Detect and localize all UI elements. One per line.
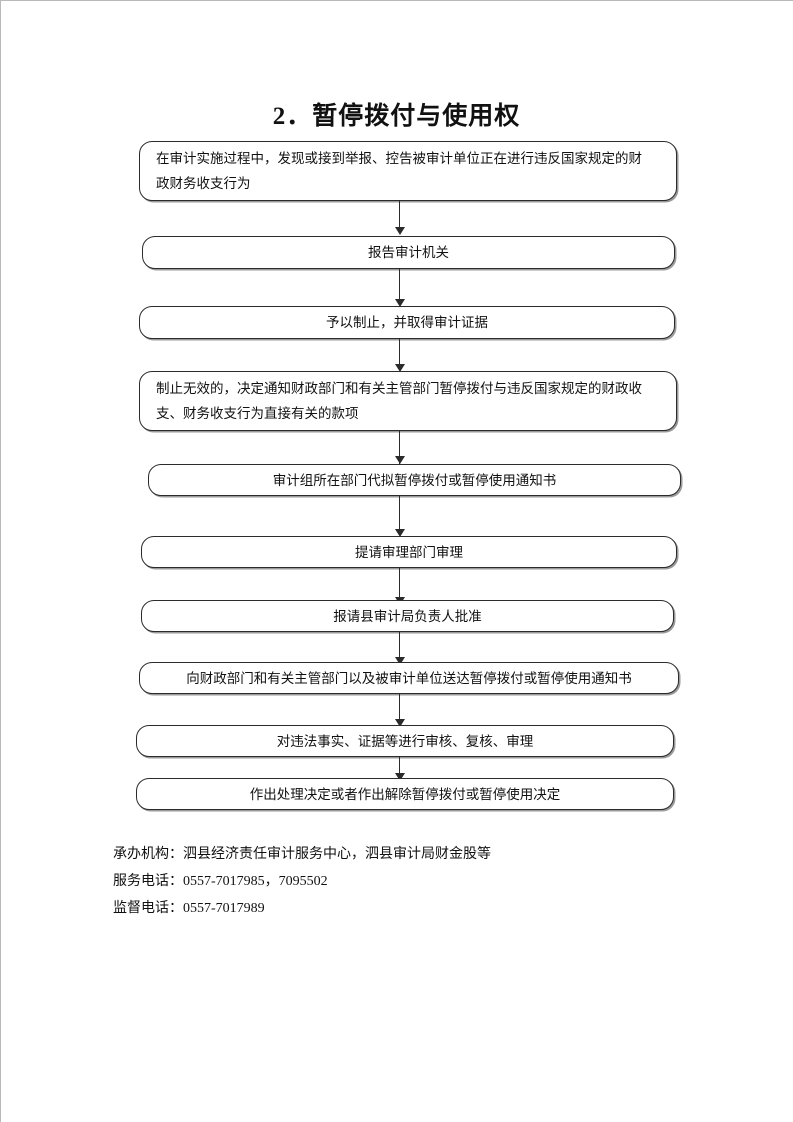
flow-node-9: 对违法事实、证据等进行审核、复核、审理 [136,725,674,757]
footer-line-service-phone: 服务电话：0557-7017985，7095502 [113,874,328,889]
flow-node-8: 向财政部门和有关主管部门以及被审计单位送达暂停拨付或暂停使用通知书 [139,662,679,694]
flow-arrowhead-9 [395,773,405,781]
footer-line-supervision-phone: 监督电话：0557-7017989 [113,901,265,916]
flow-connector-9 [399,757,400,781]
flow-node-3: 予以制止，并取得审计证据 [139,306,675,339]
flow-node-4: 制止无效的，决定通知财政部门和有关主管部门暂停拨付与违反国家规定的财政收 支、财… [139,371,677,431]
flow-arrowhead-8 [395,719,405,727]
flow-connector-4 [399,431,400,464]
flow-node-7-label: 报请县审计局负责人批准 [333,608,482,624]
flow-connector-5 [399,496,400,534]
flow-connector-6 [399,568,400,602]
flow-node-10-label: 作出处理决定或者作出解除暂停拨付或暂停使用决定 [249,786,561,802]
flow-connector-8 [399,694,400,726]
flow-connector-2 [399,269,400,304]
page-edge-left-line [0,0,1,1122]
flow-node-2: 报告审计机关 [142,236,675,269]
flow-node-10: 作出处理决定或者作出解除暂停拨付或暂停使用决定 [136,778,674,810]
page-edge-top-line [0,0,793,1]
footer-line-agency: 承办机构：泗县经济责任审计服务中心，泗县审计局财金股等 [113,847,491,862]
flow-node-6: 提请审理部门审理 [141,536,677,568]
flow-node-9-label: 对违法事实、证据等进行审核、复核、审理 [276,733,534,749]
flow-arrowhead-3 [395,364,405,372]
flow-node-3-label: 予以制止，并取得审计证据 [326,315,488,330]
flow-arrowhead-5 [395,529,405,537]
flow-node-6-label: 提请审理部门审理 [355,544,463,560]
flow-node-1-label: 在审计实施过程中，发现或接到举报、控告被审计单位正在进行违反国家规定的财 政财务… [156,151,642,191]
flow-node-8-label: 向财政部门和有关主管部门以及被审计单位送达暂停拨付或暂停使用通知书 [186,670,632,686]
page-title: 2．暂停拨付与使用权 [272,103,521,130]
flow-arrowhead-4 [395,456,405,464]
flow-node-5-label: 审计组所在部门代拟暂停拨付或暂停使用通知书 [272,472,557,488]
flow-connector-1 [399,201,400,231]
flow-arrowhead-2 [395,299,405,307]
flow-node-5: 审计组所在部门代拟暂停拨付或暂停使用通知书 [148,464,681,496]
flow-arrowhead-7 [395,657,405,665]
footer-contact-block: 承办机构：泗县经济责任审计服务中心，泗县审计局财金股等 服务电话：0557-70… [113,841,713,922]
flow-connector-3 [399,339,400,370]
flow-connector-7 [399,632,400,663]
flow-node-7: 报请县审计局负责人批准 [141,600,674,632]
flow-node-2-label: 报告审计机关 [368,245,449,260]
flow-node-4-label: 制止无效的，决定通知财政部门和有关主管部门暂停拨付与违反国家规定的财政收 支、财… [156,381,642,421]
flow-arrowhead-1 [395,227,405,235]
flow-node-1: 在审计实施过程中，发现或接到举报、控告被审计单位正在进行违反国家规定的财 政财务… [139,141,677,201]
